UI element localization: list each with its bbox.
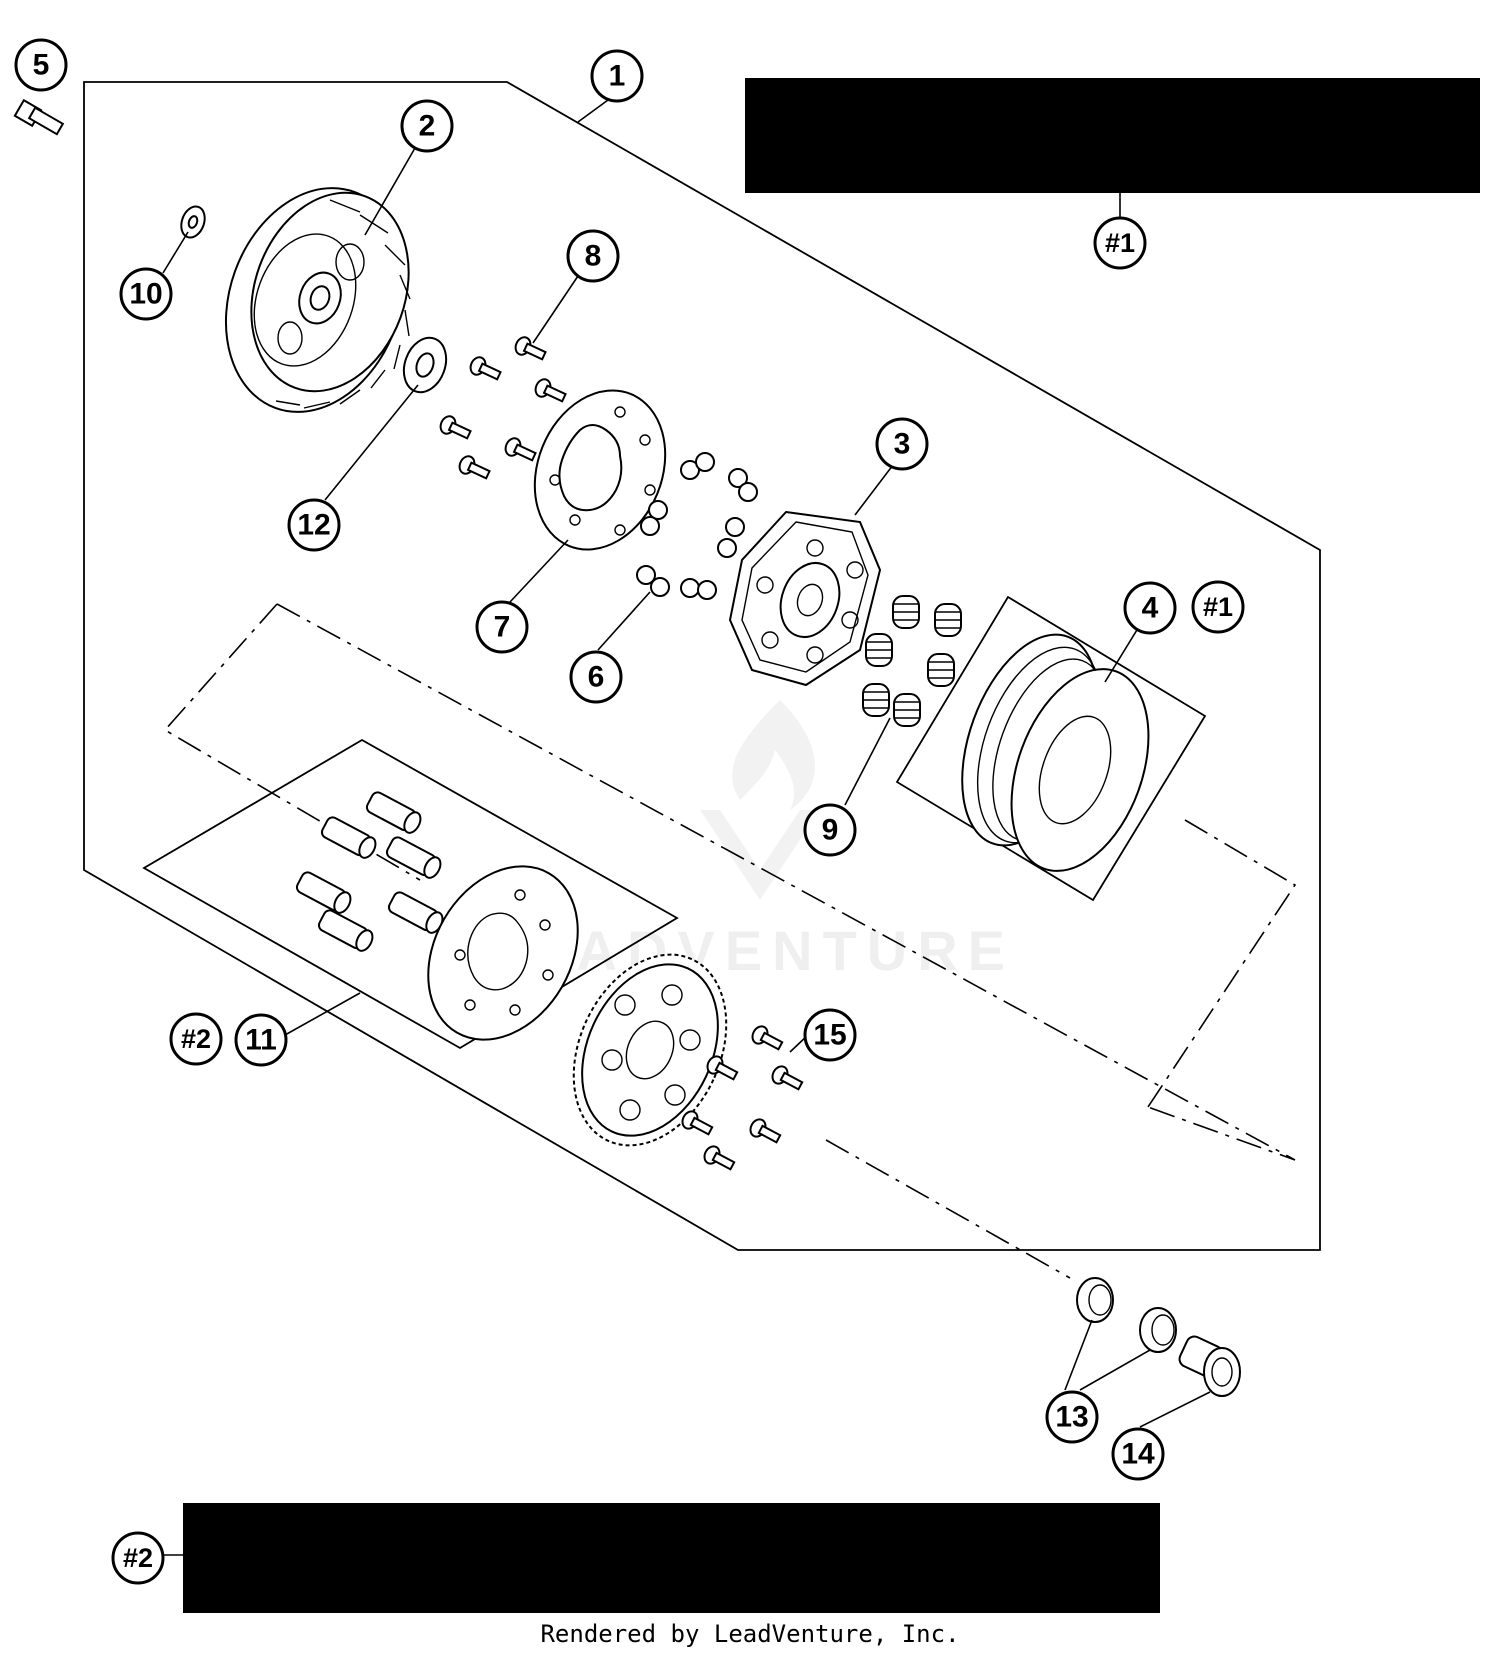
- watermark-v-icon: [700, 810, 820, 900]
- callout-10: 10: [119, 267, 173, 321]
- svg-text:15: 15: [813, 1019, 846, 1052]
- callout-3: 3: [875, 417, 929, 471]
- screws-8: [439, 336, 567, 480]
- svg-text:#1: #1: [1105, 228, 1135, 258]
- svg-text:7: 7: [494, 611, 511, 644]
- callout-13: 13: [1045, 1390, 1099, 1444]
- watermark-flame-icon: [732, 700, 815, 810]
- kit-dashed-frame-bottom: [1147, 819, 1297, 1108]
- callout-14: 14: [1111, 1427, 1165, 1481]
- springs-9: [862, 595, 962, 727]
- bottom-black-banner: [183, 1503, 1160, 1613]
- svg-text:#1: #1: [1203, 592, 1233, 622]
- svg-text:12: 12: [297, 509, 330, 542]
- washer-10: [180, 205, 206, 239]
- callout-5: 5: [14, 38, 68, 92]
- callout-ref-2-bottom: #2: [111, 1531, 165, 1585]
- svg-text:8: 8: [585, 240, 602, 273]
- callout-15: 15: [803, 1008, 857, 1062]
- callout-11: 11: [234, 1013, 288, 1067]
- svg-text:13: 13: [1055, 1401, 1088, 1434]
- callout-2: 2: [400, 99, 454, 153]
- svg-text:14: 14: [1121, 1438, 1155, 1471]
- callout-12: 12: [287, 498, 341, 552]
- plate-7: [533, 389, 667, 551]
- svg-text:11: 11: [245, 1024, 277, 1057]
- callout-8: 8: [566, 229, 620, 283]
- kit-2-frame: [142, 738, 679, 1050]
- svg-text:1: 1: [609, 60, 626, 93]
- svg-text:4: 4: [1142, 592, 1159, 625]
- damper-pins: [295, 791, 444, 952]
- kit-dashed-frame-right: [276, 603, 1296, 1161]
- leader-lines: [161, 99, 1211, 1556]
- bolt-5: [13, 98, 65, 136]
- callout-ref-1-top: #1: [1093, 216, 1147, 270]
- bushings-13: [1076, 1277, 1177, 1353]
- kit-1-frame: [895, 595, 1207, 902]
- callout-ref-2-kit: #2: [169, 1012, 223, 1066]
- screws-15: [681, 1025, 804, 1171]
- clutch-basket-2: [224, 187, 411, 413]
- shaft-dashed-line: [825, 1139, 1071, 1279]
- primary-gear: [572, 953, 728, 1147]
- top-black-banner: [745, 78, 1480, 193]
- svg-text:10: 10: [129, 278, 162, 311]
- svg-text:5: 5: [33, 49, 50, 82]
- callout-4: 4: [1123, 581, 1177, 635]
- callout-ref-1-kit: #1: [1191, 580, 1245, 634]
- callout-7: 7: [475, 600, 529, 654]
- callout-6: 6: [569, 650, 623, 704]
- clutch-discs-4: [961, 633, 1150, 872]
- washer-12: [402, 336, 448, 394]
- kit-dashed-frame-left: [163, 603, 421, 881]
- damper-disc-11: [427, 865, 579, 1041]
- svg-text:9: 9: [822, 814, 839, 847]
- svg-text:2: 2: [419, 110, 436, 143]
- callout-9: 9: [803, 803, 857, 857]
- clutch-hub-3: [728, 510, 882, 687]
- balls-6: [636, 452, 758, 600]
- svg-text:#2: #2: [123, 1543, 153, 1573]
- clutch-assembly-frame: [83, 81, 1321, 1251]
- svg-text:#2: #2: [181, 1024, 211, 1054]
- svg-text:6: 6: [588, 661, 605, 694]
- render-credit: Rendered by LeadVenture, Inc.: [540, 1620, 960, 1648]
- callout-1: 1: [590, 49, 644, 103]
- svg-text:3: 3: [894, 428, 911, 461]
- sleeve-14: [1178, 1335, 1241, 1397]
